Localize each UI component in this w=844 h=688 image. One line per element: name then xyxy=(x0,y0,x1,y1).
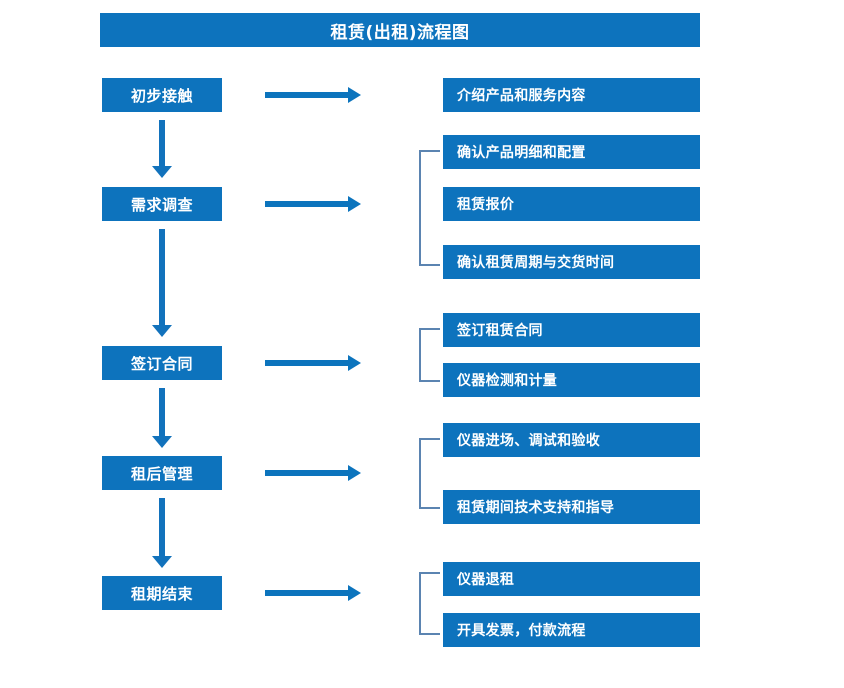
detail-box-9[interactable]: 仪器退租 xyxy=(443,562,700,596)
stage-box-1[interactable]: 初步接触 xyxy=(102,78,222,112)
detail-box-3[interactable]: 租赁报价 xyxy=(443,187,700,221)
stage-box-5[interactable]: 租期结束 xyxy=(102,576,222,610)
group-bracket-2 xyxy=(419,328,440,382)
arrow-shaft xyxy=(159,229,165,325)
page-title: 租赁(出租)流程图 xyxy=(100,13,700,47)
horizontal-arrow-5 xyxy=(265,585,361,601)
arrow-shaft xyxy=(265,92,349,98)
arrow-head-icon xyxy=(348,355,361,371)
arrow-shaft xyxy=(265,360,349,366)
horizontal-arrow-1 xyxy=(265,87,361,103)
vertical-arrow-4 xyxy=(152,498,172,568)
arrow-head-icon xyxy=(152,325,172,337)
arrow-shaft xyxy=(265,470,349,476)
detail-box-10[interactable]: 开具发票，付款流程 xyxy=(443,613,700,647)
detail-box-1[interactable]: 介绍产品和服务内容 xyxy=(443,78,700,112)
group-bracket-3 xyxy=(419,438,440,509)
arrow-shaft xyxy=(159,498,165,556)
arrow-head-icon xyxy=(152,166,172,178)
vertical-arrow-2 xyxy=(152,229,172,337)
detail-box-2[interactable]: 确认产品明细和配置 xyxy=(443,135,700,169)
arrow-shaft xyxy=(265,590,349,596)
detail-box-8[interactable]: 租赁期间技术支持和指导 xyxy=(443,490,700,524)
detail-box-7[interactable]: 仪器进场、调试和验收 xyxy=(443,423,700,457)
arrow-shaft xyxy=(159,120,165,166)
detail-box-6[interactable]: 仪器检测和计量 xyxy=(443,363,700,397)
arrow-head-icon xyxy=(348,585,361,601)
group-bracket-4 xyxy=(419,572,440,635)
horizontal-arrow-4 xyxy=(265,465,361,481)
vertical-arrow-1 xyxy=(152,120,172,178)
horizontal-arrow-3 xyxy=(265,355,361,371)
stage-box-3[interactable]: 签订合同 xyxy=(102,346,222,380)
stage-box-2[interactable]: 需求调查 xyxy=(102,187,222,221)
arrow-head-icon xyxy=(348,87,361,103)
group-bracket-1 xyxy=(419,150,440,266)
arrow-shaft xyxy=(159,388,165,436)
stage-box-4[interactable]: 租后管理 xyxy=(102,456,222,490)
arrow-head-icon xyxy=(152,556,172,568)
detail-box-5[interactable]: 签订租赁合同 xyxy=(443,313,700,347)
arrow-shaft xyxy=(265,201,349,207)
vertical-arrow-3 xyxy=(152,388,172,448)
detail-box-4[interactable]: 确认租赁周期与交货时间 xyxy=(443,245,700,279)
horizontal-arrow-2 xyxy=(265,196,361,212)
arrow-head-icon xyxy=(152,436,172,448)
arrow-head-icon xyxy=(348,196,361,212)
arrow-head-icon xyxy=(348,465,361,481)
